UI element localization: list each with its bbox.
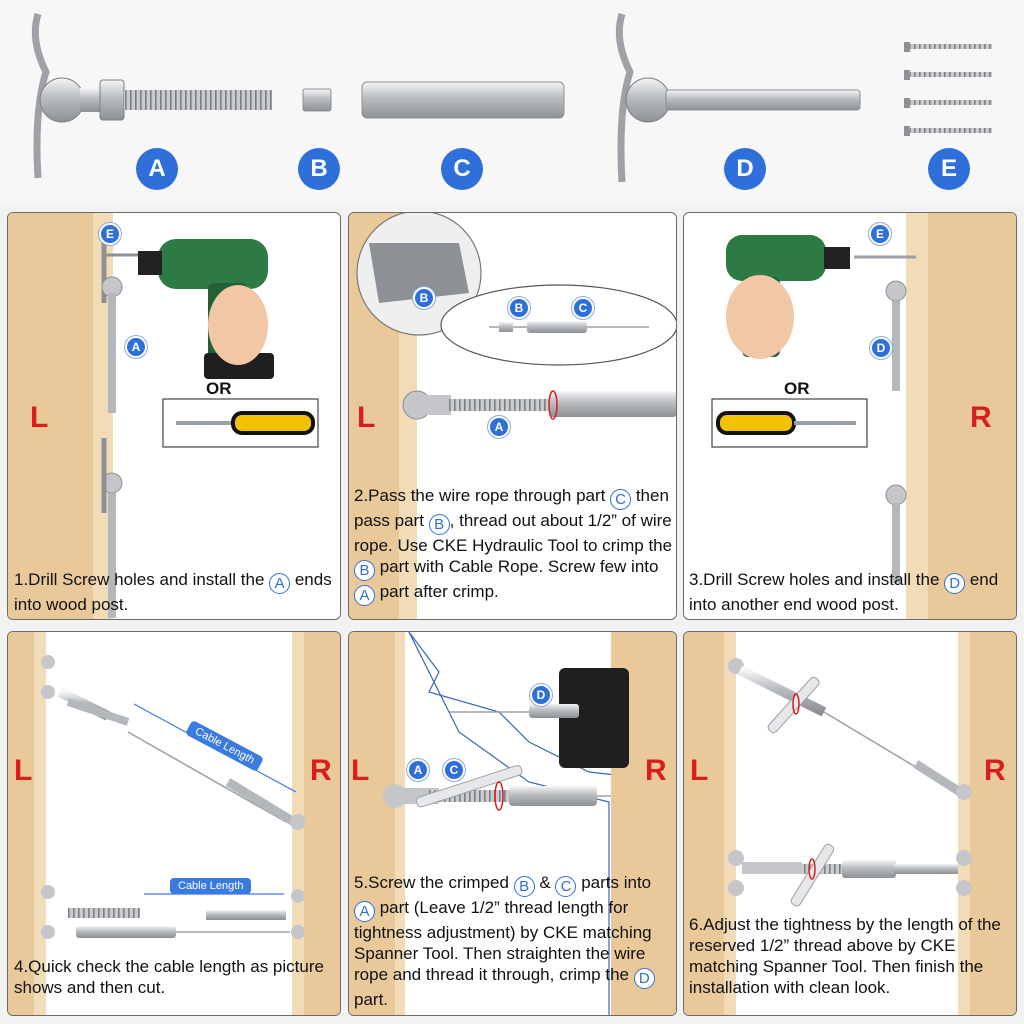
part-d-eye-end	[615, 12, 861, 183]
step-5-caption: 5.Screw the crimped B & C parts into A p…	[354, 872, 674, 1010]
step-6-panel: L R 6.Adjust the tightness by the length…	[683, 631, 1017, 1016]
side-right-label: R	[310, 754, 332, 787]
step-3-panel: E D OR R 3.Drill Screw holes and install…	[683, 212, 1017, 620]
step-5-illustration	[349, 632, 676, 1015]
step-1-panel: E A OR L 1.Drill Screw holes and install…	[7, 212, 341, 620]
marker-d: D	[530, 684, 552, 706]
marker-e: E	[99, 223, 121, 245]
screwdriver-icon	[716, 411, 856, 435]
ref-badge: A	[354, 585, 375, 606]
step-1-caption: 1.Drill Screw holes and install the A en…	[14, 570, 332, 614]
ref-badge: B	[428, 514, 450, 535]
ref-badge: D	[944, 573, 966, 594]
part-label-c: C	[441, 148, 483, 190]
ref-badge: B	[354, 560, 375, 581]
ref-badge: B	[513, 876, 535, 897]
part-label-b: B	[298, 148, 340, 190]
side-left-label: L	[357, 401, 376, 434]
side-left-label: L	[30, 401, 49, 434]
parts-strip: A B C D E	[0, 0, 1024, 205]
marker-c: C	[572, 297, 594, 319]
side-left-label: L	[690, 754, 709, 787]
step-6-caption: 6.Adjust the tightness by the length of …	[689, 915, 1001, 997]
or-label: OR	[784, 379, 810, 398]
part-label-a: A	[136, 148, 178, 190]
step-4-panel: Cable Length Cable Length L R 4.Quick ch…	[7, 631, 341, 1016]
marker-d: D	[870, 337, 892, 359]
step-4-caption: 4.Quick check the cable length as pictur…	[14, 957, 324, 997]
side-left-label: L	[351, 754, 370, 787]
side-right-label: R	[970, 401, 992, 434]
side-right-label: R	[645, 754, 667, 787]
or-label: OR	[206, 379, 232, 398]
marker-c: C	[443, 759, 465, 781]
side-left-label: L	[14, 754, 33, 787]
step-3-illustration	[711, 213, 1016, 619]
drill-icon	[138, 239, 274, 379]
marker-e: E	[869, 223, 891, 245]
part-b-sleeve	[302, 88, 332, 112]
step-5-panel: D A C L R 5.Screw the crimped B & C part…	[348, 631, 677, 1016]
step-2-panel: B B C A L 2.Pass the wire rope through p…	[348, 212, 677, 620]
marker-b: B	[508, 297, 530, 319]
part-a-eye-bolt	[31, 12, 272, 179]
part-label-d: D	[724, 148, 766, 190]
marker-a: A	[407, 759, 429, 781]
cable-length-tag-horizontal: Cable Length	[170, 878, 252, 894]
side-right-label: R	[984, 754, 1006, 787]
ref-badge: D	[633, 968, 655, 989]
ref-badge: A	[354, 901, 375, 922]
part-e-screws	[904, 42, 992, 136]
step-2-illustration	[349, 213, 676, 619]
ref-badge: C	[555, 876, 577, 897]
step-1-illustration	[8, 213, 319, 619]
part-label-e: E	[928, 148, 970, 190]
step-3-caption: 3.Drill Screw holes and install the D en…	[689, 570, 999, 614]
screwdriver-icon	[176, 411, 315, 435]
parts-illustration	[31, 12, 992, 183]
marker-b-zoom: B	[413, 287, 435, 309]
drill-icon	[726, 235, 850, 359]
step-4-illustration	[8, 632, 340, 1015]
step-6-illustration	[684, 632, 1016, 1015]
part-c-fitting	[361, 81, 565, 119]
marker-a: A	[125, 336, 147, 358]
ref-badge: C	[610, 489, 632, 510]
ref-badge: A	[269, 573, 291, 594]
marker-a: A	[488, 416, 510, 438]
step-2-caption: 2.Pass the wire rope through part C then…	[354, 486, 673, 606]
